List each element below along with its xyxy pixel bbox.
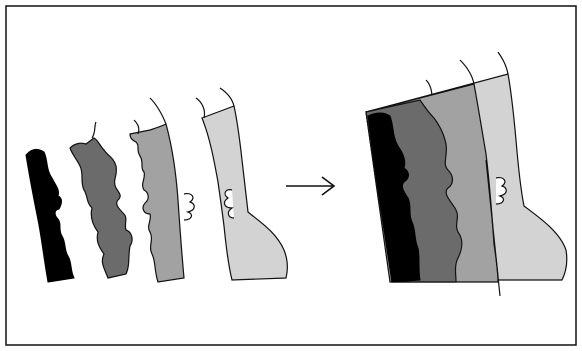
right-ear xyxy=(495,177,507,205)
light-gray-silhouette xyxy=(201,105,288,281)
mid-gray-ear xyxy=(183,193,195,221)
light-gray-chin-line xyxy=(195,97,206,119)
black-silhouette xyxy=(25,148,75,283)
mid-gray-chin-line xyxy=(133,119,140,135)
right-group xyxy=(365,51,568,297)
left-group xyxy=(25,87,288,283)
right-back-line-2 xyxy=(459,59,475,85)
mid-gray-back-line xyxy=(149,97,167,125)
light-gray-back-line xyxy=(219,87,235,107)
dark-gray-neck-line xyxy=(91,121,97,139)
dark-gray-silhouette xyxy=(69,137,133,279)
mid-gray-silhouette xyxy=(129,123,185,283)
right-divider-line xyxy=(485,159,501,297)
right-back-line-1 xyxy=(497,51,509,75)
right-arrow-icon xyxy=(286,176,336,196)
light-gray-ear xyxy=(223,189,235,219)
black-layer xyxy=(367,112,421,283)
